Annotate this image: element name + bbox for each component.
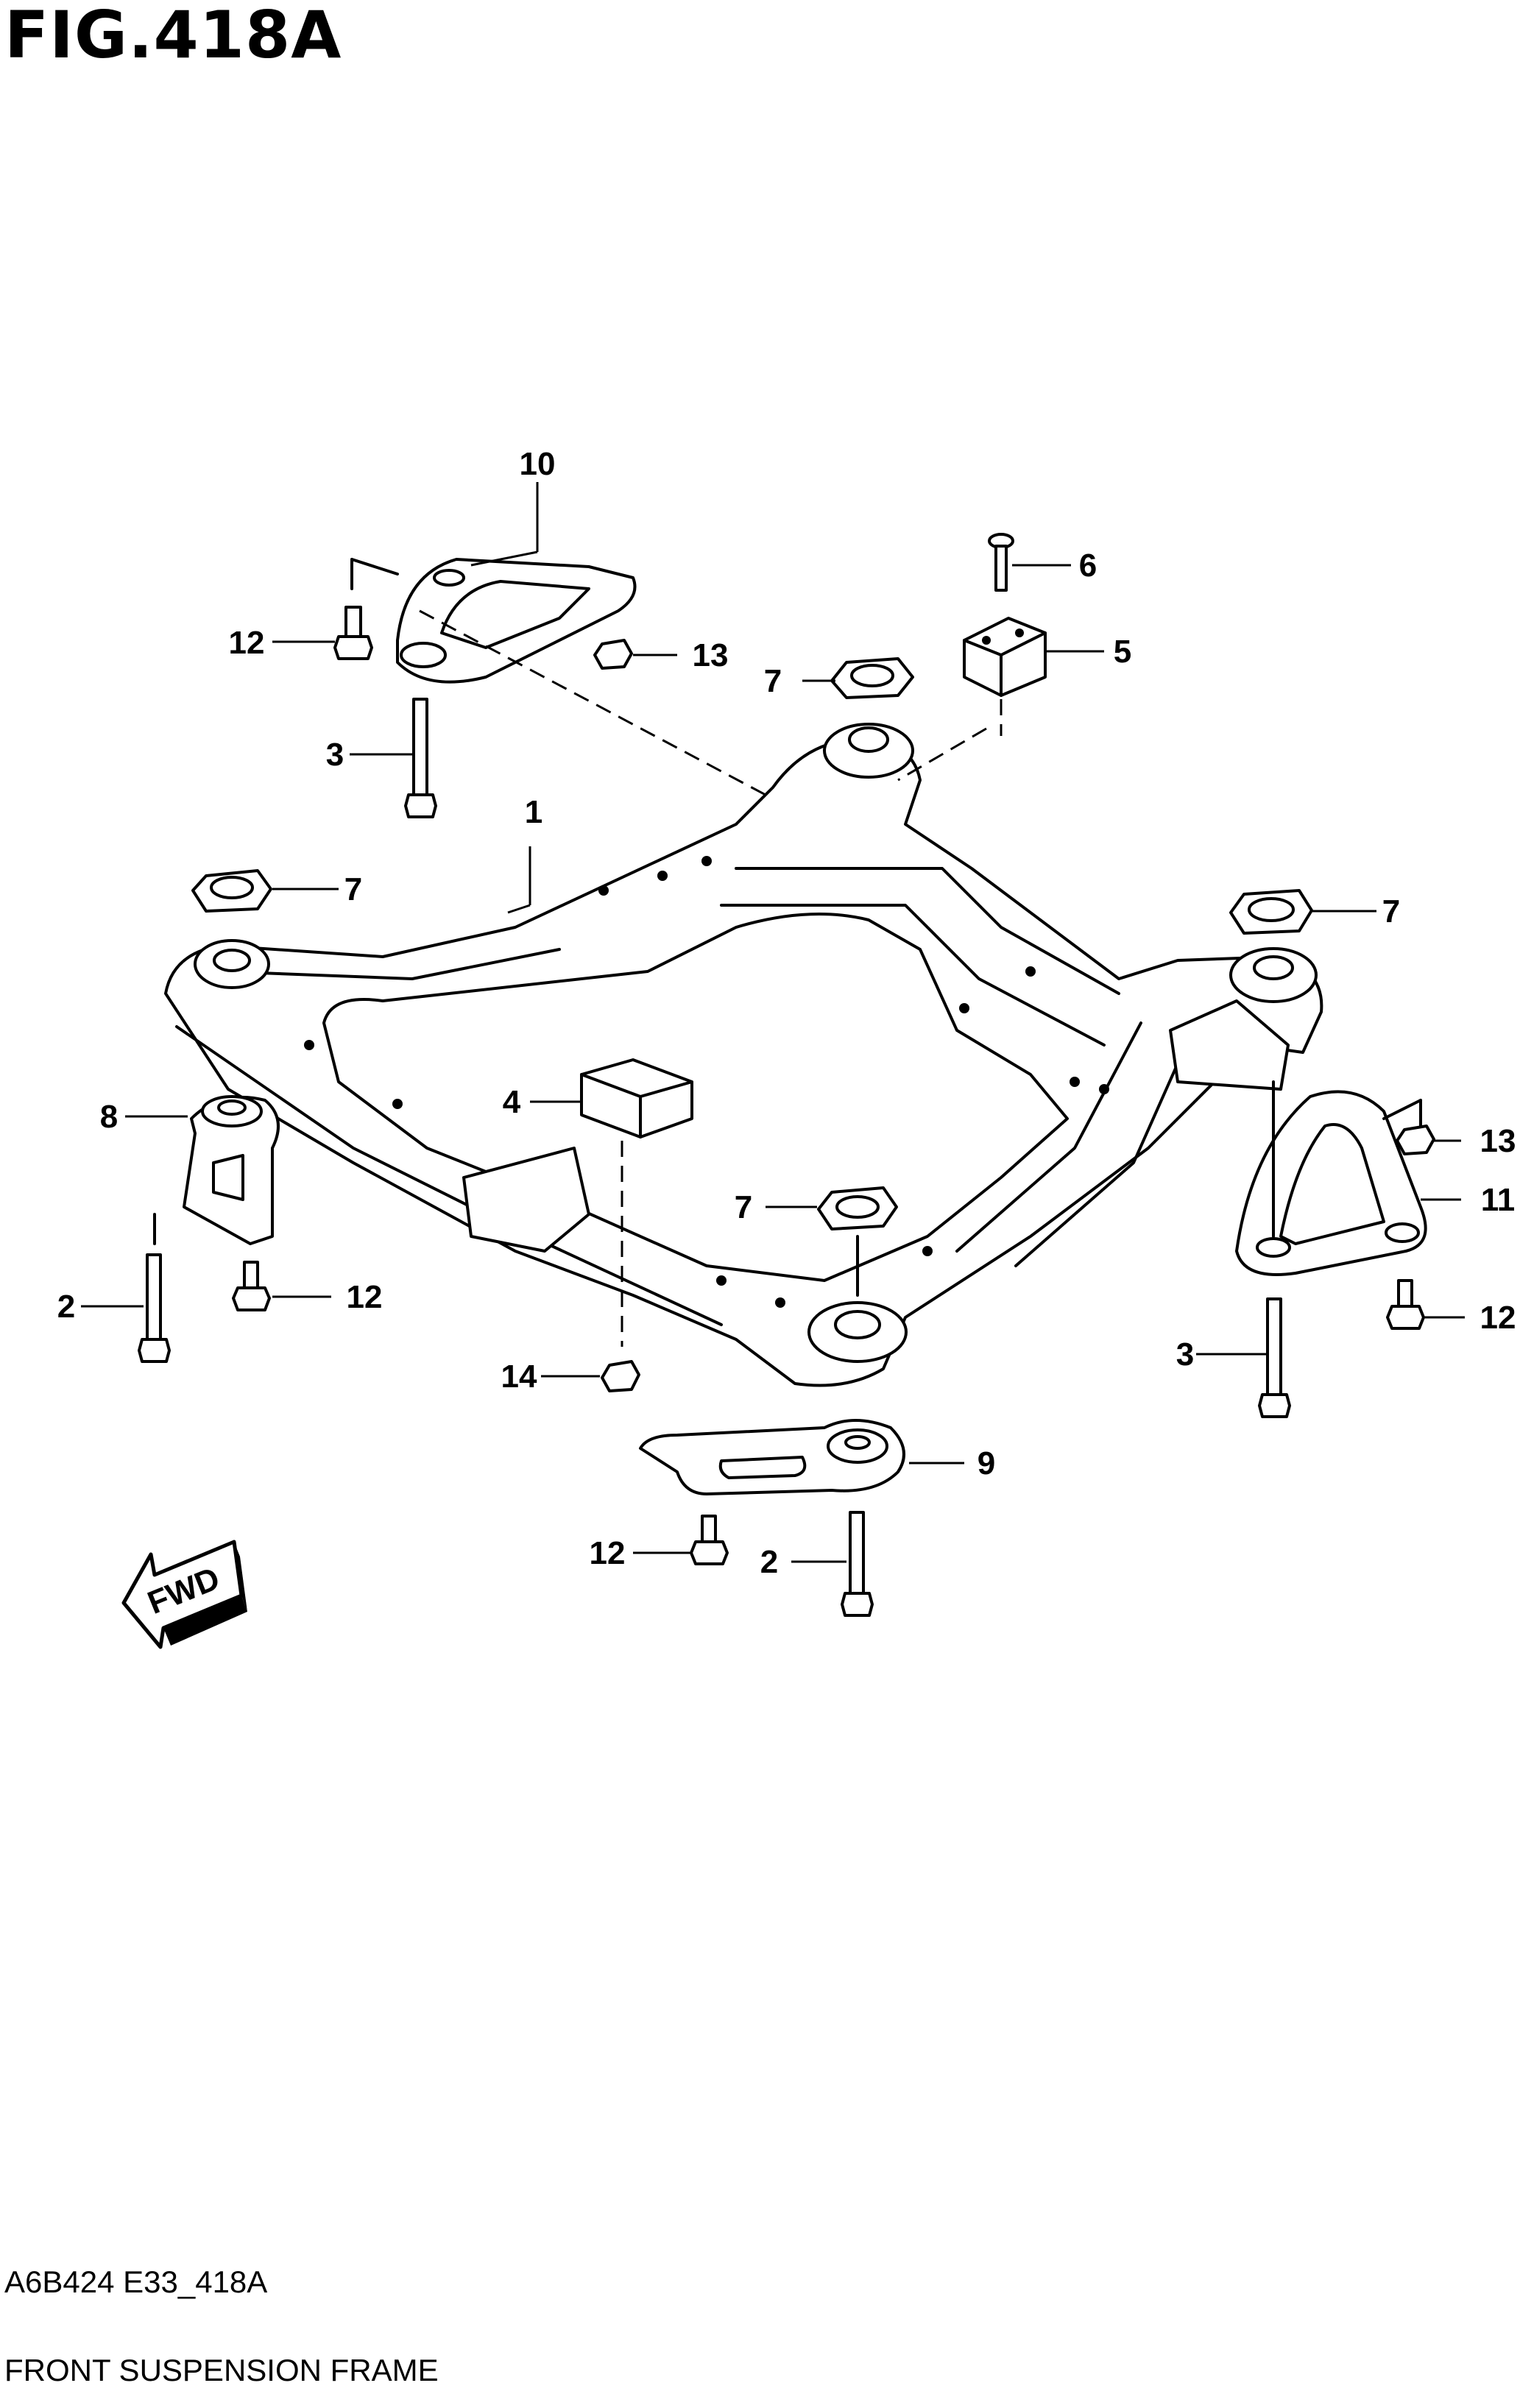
callout-3-right: 3 [1176,1336,1194,1373]
callout-14: 14 [501,1359,537,1395]
part-2-bolt-left[interactable] [138,1253,171,1363]
callout-9: 9 [978,1445,995,1481]
part-7-nut-right[interactable] [1229,889,1313,935]
callout-7-top: 7 [764,663,782,699]
part-13-nut-right[interactable] [1396,1125,1435,1155]
part-8-mount[interactable] [183,1095,280,1245]
part-4-bushing[interactable] [580,1058,693,1139]
part-11-bracket[interactable] [1235,1090,1427,1276]
part-12-bolt-lower[interactable] [690,1515,729,1565]
part-5-mount-block[interactable] [963,617,1047,697]
part-12-bolt-upper-left[interactable] [333,606,373,660]
callouts: 10 6 5 7 12 13 3 1 7 7 4 8 13 7 11 2 12 … [57,446,1516,1580]
part-3-bolt-right[interactable] [1258,1297,1291,1418]
part-12-bolt-left[interactable] [232,1261,271,1311]
callout-8: 8 [100,1099,118,1135]
callout-5: 5 [1114,634,1131,670]
callout-12-lower: 12 [590,1535,626,1571]
leader-lines [81,482,1465,1563]
part-2-bolt-lower[interactable] [841,1511,874,1617]
callout-2-left: 2 [57,1289,75,1325]
callout-2-lower: 2 [760,1544,778,1580]
callout-4: 4 [503,1084,521,1120]
callout-7-left: 7 [344,871,362,907]
part-10-bracket[interactable] [350,558,637,684]
part-9-bracket[interactable] [639,1419,905,1495]
callout-12-left: 12 [347,1279,383,1315]
callout-7-right: 7 [1382,893,1400,929]
part-12-bolt-right[interactable] [1386,1279,1425,1330]
callout-12-upper-left: 12 [229,625,265,661]
callout-13-right: 13 [1480,1123,1516,1159]
figure-title: FIG.418A [4,0,342,73]
part-7-nut-top[interactable] [830,657,914,699]
callout-10: 10 [520,446,556,482]
callout-3-left: 3 [326,737,344,773]
part-6-bolt[interactable] [988,533,1014,592]
part-3-bolt-left[interactable] [404,698,437,818]
part-14-nut[interactable] [601,1360,640,1392]
callout-6: 6 [1079,548,1097,584]
callout-7-front: 7 [735,1189,752,1225]
figure-code: A6B424 E33_418A [4,2264,268,2299]
callout-11: 11 [1481,1182,1516,1218]
callout-1: 1 [525,794,542,830]
part-7-nut-front[interactable] [817,1186,898,1230]
part-13-nut-upper[interactable] [593,639,633,670]
part-7-nut-left[interactable] [191,869,272,913]
fwd-arrow-icon: FWD [121,1540,247,1649]
callout-12-right: 12 [1480,1300,1516,1336]
figure-name: FRONT SUSPENSION FRAME [4,2353,439,2387]
suspension-frame-part[interactable] [164,723,1323,1387]
callout-13-upper: 13 [693,637,729,673]
